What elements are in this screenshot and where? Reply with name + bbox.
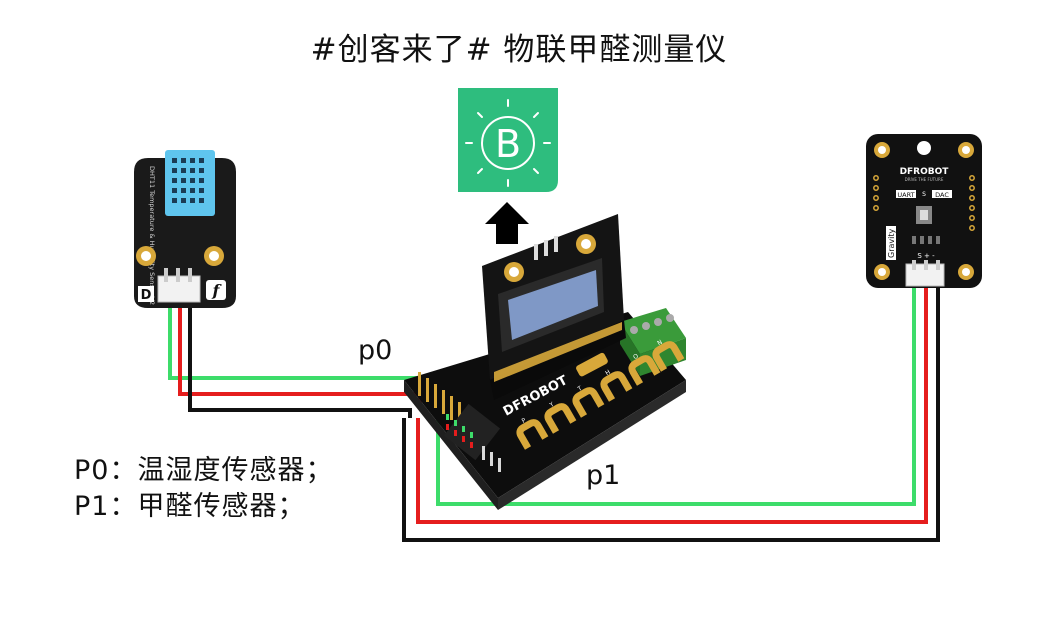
microbit-board [482, 214, 626, 400]
pad-label-1: Y [548, 401, 556, 410]
wire-p1-group [402, 284, 940, 542]
expansion-board: DFROBOT P Y T H [404, 214, 686, 510]
temperature-humidity-sensor: DHT11 Temperature & Humidity Sensor V2 D… [134, 150, 236, 308]
formaldehyde-sensor: DFROBOT DRIVE THE FUTURE UART S DAC Grav… [866, 134, 982, 288]
sensor-left-silkscreen: DHT11 Temperature & Humidity Sensor V2 [148, 166, 156, 305]
wire-p1-vcc [416, 284, 928, 524]
note-p0: P0：温湿度传感器； [74, 455, 334, 486]
sensor-right-pins: S + - [917, 252, 935, 260]
diagram-title: #创客来了# 物联甲醛测量仪 [310, 32, 728, 68]
pad-label-0: P [521, 417, 528, 425]
pad-label-5: N [656, 339, 663, 347]
pad-label-3: H [604, 369, 611, 377]
note-p1: P1：甲醛传感器； [74, 491, 306, 522]
sensor-right-switch-mid: S [922, 191, 926, 198]
sensor-left-logo: f [212, 281, 223, 300]
sensor-right-tagline: DRIVE THE FUTURE [905, 177, 944, 182]
label-p1: p1 [586, 460, 621, 491]
blynk-logo-icon: B [458, 88, 558, 192]
pad-label-4: O [632, 353, 640, 362]
sensor-right-switch-right: DAC [935, 191, 949, 199]
sensor-right-switch-left: UART [897, 191, 914, 199]
python-pads: P Y T H O [516, 339, 685, 450]
blynk-letter: B [495, 122, 521, 166]
sensor-right-gravity: Gravity [887, 229, 896, 258]
sensor-left-pin-mark: D [141, 288, 152, 303]
pad-label-2: T [576, 385, 584, 394]
wire-p1-signal [436, 284, 916, 506]
label-p0: p0 [358, 335, 393, 366]
wire-p0-gnd [188, 308, 412, 418]
sensor-right-brand: DFROBOT [900, 167, 950, 177]
upload-arrow-icon [485, 202, 529, 244]
wire-p1-gnd [402, 284, 940, 542]
